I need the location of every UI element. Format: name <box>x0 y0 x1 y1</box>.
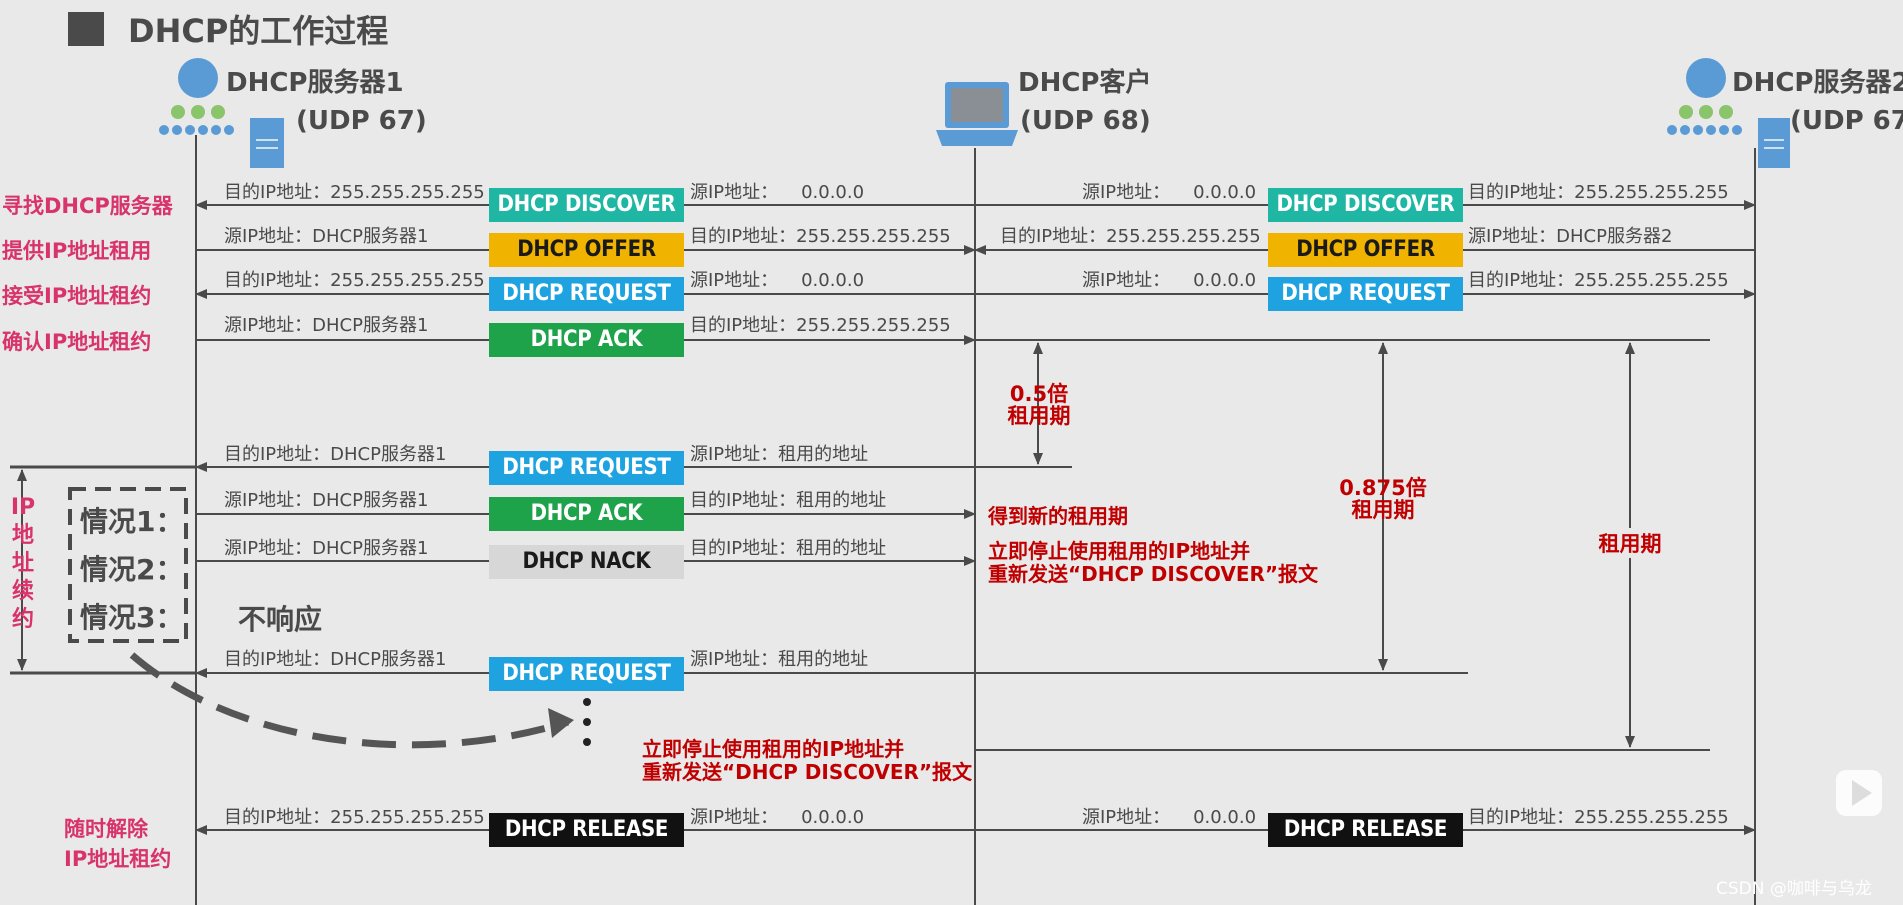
label-src-zero: 源IP地址： 0.0.0.0 <box>1082 182 1257 203</box>
label-dst-broadcast: 目的IP地址：255.255.255.255 <box>224 270 485 291</box>
label-dst-broadcast: 目的IP地址：255.255.255.255 <box>690 226 951 247</box>
label-dst-broadcast: 目的IP地址：255.255.255.255 <box>690 315 951 336</box>
label-src-zero: 源IP地址： 0.0.0.0 <box>690 182 865 203</box>
msg-discover-s1: DHCP DISCOVER <box>489 188 684 222</box>
msg-renew-ack: DHCP ACK <box>489 497 684 531</box>
label-src-server1: 源IP地址：DHCP服务器1 <box>224 315 429 336</box>
case2-label: 情况2： <box>80 553 184 586</box>
msg-request-s1: DHCP REQUEST <box>489 277 684 311</box>
label-dst-broadcast: 目的IP地址：255.255.255.255 <box>1468 807 1729 828</box>
label-src-zero: 源IP地址： 0.0.0.0 <box>1082 807 1257 828</box>
phase-release-2: IP地址租约 <box>64 847 172 871</box>
msg-discover-s2: DHCP DISCOVER <box>1268 188 1463 222</box>
label-dst-server1: 目的IP地址：DHCP服务器1 <box>224 649 447 670</box>
page-title: DHCP的工作过程 <box>128 12 389 50</box>
server2-icon <box>1667 58 1790 168</box>
msg-rebind-request: DHCP REQUEST <box>489 657 684 691</box>
case-box <box>68 487 188 643</box>
msg-release-s2: DHCP RELEASE <box>1268 813 1463 847</box>
title-square-icon <box>68 12 104 46</box>
t875-label: 0.875倍租用期 <box>1339 476 1427 522</box>
msg-renew-nack: DHCP NACK <box>489 545 684 579</box>
server2-port: (UDP 67 <box>1790 106 1903 136</box>
server1-icon <box>159 58 284 168</box>
label-dst-broadcast: 目的IP地址：255.255.255.255 <box>1000 226 1261 247</box>
phase-release-1: 随时解除 <box>64 817 148 841</box>
label-dst-leased: 目的IP地址：租用的地址 <box>690 490 887 511</box>
watermark: CSDN @咖啡与乌龙 <box>1716 879 1872 899</box>
renew-side-label: IP 地 址 续 约 <box>10 495 36 632</box>
label-dst-broadcast: 目的IP地址：255.255.255.255 <box>224 182 485 203</box>
laptop-icon <box>936 82 1018 146</box>
label-src-server2: 源IP地址：DHCP服务器2 <box>1468 226 1673 247</box>
label-src-leased: 源IP地址：租用的地址 <box>690 649 869 670</box>
msg-ack: DHCP ACK <box>489 323 684 357</box>
msg-offer-s1: DHCP OFFER <box>489 233 684 267</box>
case1-label: 情况1： <box>80 505 184 538</box>
label-dst-broadcast: 目的IP地址：255.255.255.255 <box>1468 182 1729 203</box>
label-src-zero: 源IP地址： 0.0.0.0 <box>690 807 865 828</box>
server2-name: DHCP服务器2 <box>1732 68 1903 98</box>
label-dst-broadcast: 目的IP地址：255.255.255.255 <box>1468 270 1729 291</box>
label-dst-leased: 目的IP地址：租用的地址 <box>690 538 887 559</box>
label-src-server1: 源IP地址：DHCP服务器1 <box>224 226 429 247</box>
expire-note: 立即停止使用租用的IP地址并重新发送“DHCP DISCOVER”报文 <box>642 737 973 784</box>
label-dst-broadcast: 目的IP地址：255.255.255.255 <box>224 807 485 828</box>
phase-request: 接受IP地址租约 <box>2 284 152 308</box>
msg-renew-request: DHCP REQUEST <box>489 451 684 485</box>
msg-offer-s2: DHCP OFFER <box>1268 233 1463 267</box>
nack-note: 立即停止使用租用的IP地址并重新发送“DHCP DISCOVER”报文 <box>988 539 1319 586</box>
phase-offer: 提供IP地址租用 <box>2 239 152 263</box>
label-src-server1: 源IP地址：DHCP服务器1 <box>224 538 429 559</box>
half-lease-label: 0.5倍租用期 <box>1007 382 1071 428</box>
server1-name: DHCP服务器1 <box>226 68 404 98</box>
label-dst-server1: 目的IP地址：DHCP服务器1 <box>224 444 447 465</box>
msg-request-s2: DHCP REQUEST <box>1268 277 1463 311</box>
case3-label: 情况3： <box>80 601 184 634</box>
ellipsis-dot <box>583 718 591 726</box>
phase-ack: 确认IP地址租约 <box>2 330 152 354</box>
lease-label: 租用期 <box>1594 528 1666 558</box>
client-name: DHCP客户 <box>1018 68 1152 98</box>
no-response-arrowhead <box>548 708 574 738</box>
ellipsis-dot <box>583 698 591 706</box>
label-src-zero: 源IP地址： 0.0.0.0 <box>690 270 865 291</box>
no-response-label: 不响应 <box>238 603 323 636</box>
ellipsis-dot <box>583 738 591 746</box>
label-src-leased: 源IP地址：租用的地址 <box>690 444 869 465</box>
server1-port: (UDP 67) <box>296 106 427 136</box>
msg-release-s1: DHCP RELEASE <box>489 813 684 847</box>
phase-discover: 寻找DHCP服务器 <box>2 194 173 218</box>
label-src-zero: 源IP地址： 0.0.0.0 <box>1082 270 1257 291</box>
new-lease-note: 得到新的租用期 <box>988 504 1128 528</box>
label-src-server1: 源IP地址：DHCP服务器1 <box>224 490 429 511</box>
client-port: (UDP 68) <box>1020 106 1151 136</box>
no-response-curve <box>129 652 570 749</box>
